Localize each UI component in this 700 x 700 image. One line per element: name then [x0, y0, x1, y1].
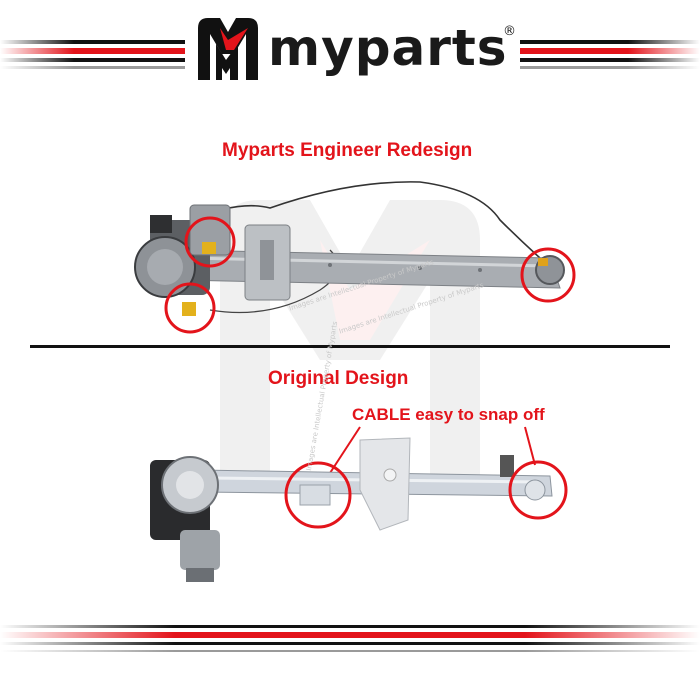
header-stripe-right-2 — [520, 48, 700, 54]
header-stripe-right-4 — [520, 66, 700, 69]
footer-stripe-4 — [0, 650, 700, 652]
registered-mark: ® — [503, 24, 516, 39]
header-stripe-left-1 — [0, 40, 185, 44]
myparts-logo-icon — [198, 18, 258, 80]
header-stripe-left-3 — [0, 58, 185, 62]
section-divider — [30, 345, 670, 348]
footer-stripe-1 — [0, 625, 700, 628]
cable-callout: CABLE easy to snap off — [352, 405, 545, 424]
header-stripe-left-4 — [0, 66, 185, 69]
brand-name: myparts — [268, 19, 508, 77]
callout-lines — [329, 426, 536, 474]
header-stripe-right-1 — [520, 40, 700, 44]
footer-stripe-2 — [0, 632, 700, 638]
window-regulator-original — [150, 437, 568, 582]
header-stripe-right-3 — [520, 58, 700, 62]
original-title: Original Design — [268, 368, 409, 389]
footer-stripe-3 — [0, 642, 700, 645]
redesign-title: Myparts Engineer Redesign — [222, 140, 473, 161]
header-stripe-left-2 — [0, 48, 185, 54]
window-regulator-redesign — [134, 181, 576, 334]
